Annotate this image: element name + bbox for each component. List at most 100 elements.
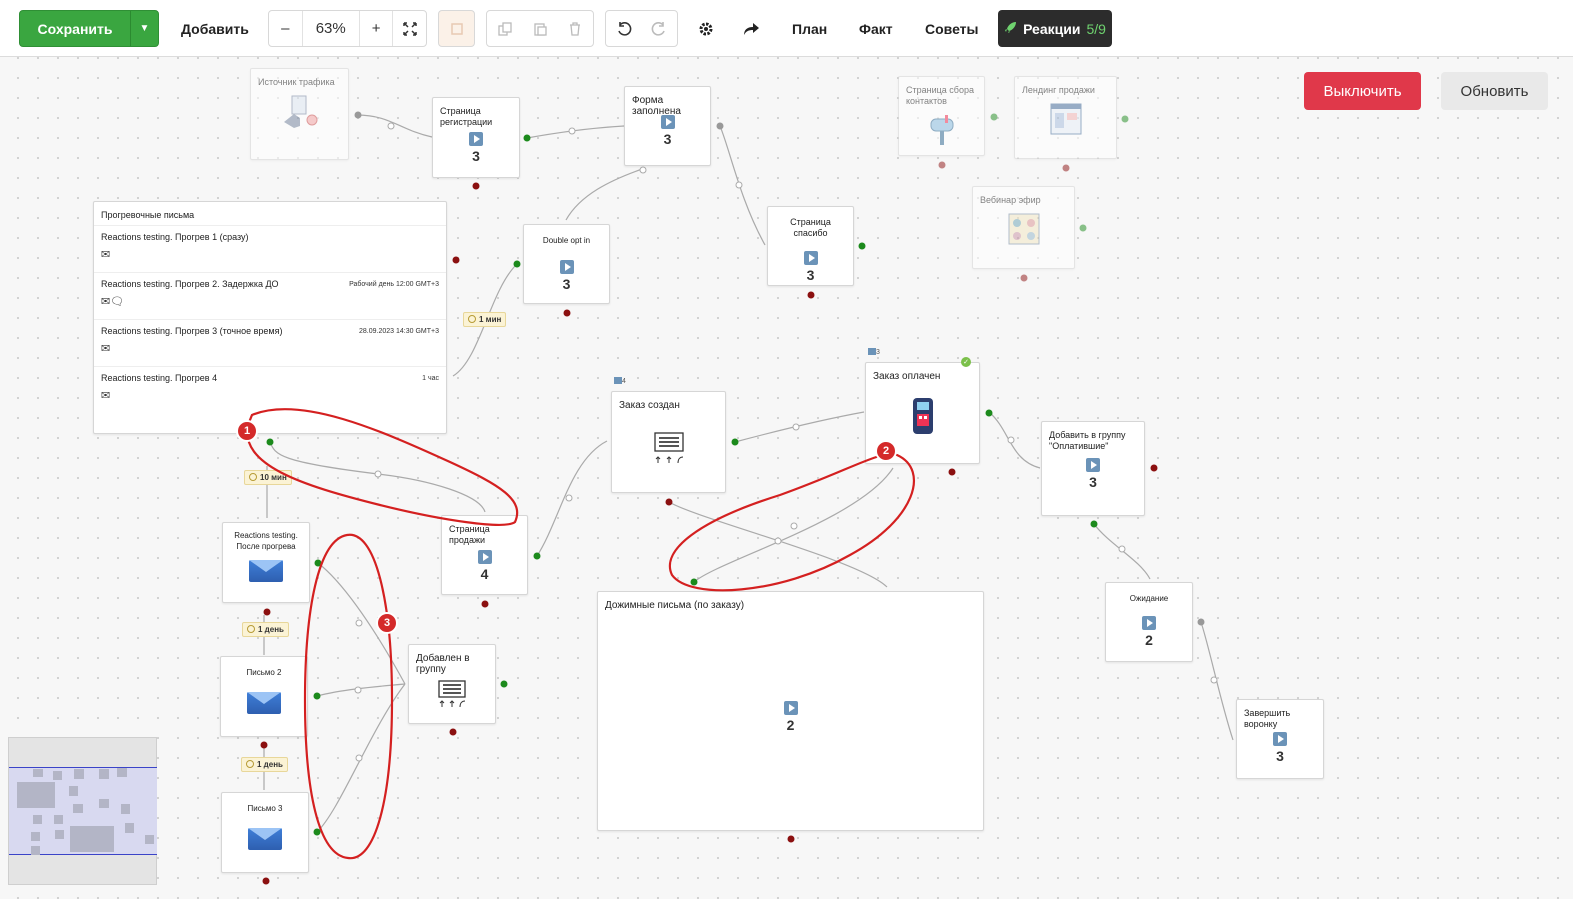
- node-warmup-letters[interactable]: Прогревочные письма Reactions testing. П…: [93, 201, 447, 434]
- zoom-in-button[interactable]: +: [371, 20, 381, 37]
- node-count: 2: [786, 717, 795, 733]
- fact-tab[interactable]: Факт: [859, 20, 893, 37]
- node-registration-page[interactable]: Страница регистрации 3: [432, 97, 520, 178]
- settings-gear-icon[interactable]: [697, 10, 715, 47]
- tips-tab[interactable]: Советы: [925, 20, 979, 37]
- node-traffic-source[interactable]: Источник трафика: [250, 68, 349, 160]
- node-title: Завершить воронку: [1244, 708, 1291, 729]
- node-thanks-page[interactable]: Страница спасибо 3: [767, 206, 854, 286]
- delay-label: 1 день: [258, 625, 284, 634]
- zoom-out-button[interactable]: –: [281, 20, 290, 37]
- node-contacts-page[interactable]: Страница сбора контактов: [898, 76, 985, 156]
- rocket-icon: [1004, 21, 1017, 37]
- node-letter-2[interactable]: Письмо 2: [220, 656, 308, 737]
- node-title: Лендинг продажи: [1022, 85, 1095, 95]
- share-arrow-icon[interactable]: [743, 10, 761, 47]
- clock-icon: [249, 473, 257, 481]
- redo-icon[interactable]: [642, 11, 678, 46]
- letter-row[interactable]: Reactions testing. Прогрев 4 1 час ✉: [94, 367, 446, 414]
- node-title: Double opt in: [542, 236, 591, 245]
- node-title: Добавить в группу "Оплатившие": [1049, 430, 1126, 451]
- reactions-button[interactable]: Реакции 5/9: [998, 10, 1112, 47]
- node-title: Ожидание: [1129, 594, 1169, 603]
- toolbar: Сохранить ▼ Добавить – 63% +: [0, 0, 1573, 57]
- envelope-icon: ✉: [101, 249, 111, 261]
- node-waiting[interactable]: Ожидание 2: [1105, 582, 1193, 662]
- list-update-icon: [438, 680, 466, 708]
- node-letter-3[interactable]: Письмо 3: [221, 792, 309, 873]
- refresh-button[interactable]: Обновить: [1441, 72, 1548, 110]
- frame-button[interactable]: [438, 10, 475, 47]
- undo-icon[interactable]: [606, 11, 642, 46]
- tag-count: 3: [876, 349, 880, 356]
- letter-name: Reactions testing. Прогрев 2. Задержка Д…: [101, 279, 279, 289]
- tag-count: 4: [622, 378, 626, 385]
- letter-row[interactable]: Reactions testing. Прогрев 1 (сразу) ✉: [94, 226, 446, 273]
- node-tag-order-created: 4: [614, 377, 626, 385]
- payment-terminal-icon: [912, 398, 933, 434]
- play-icon: [783, 701, 798, 715]
- node-title: Страница регистрации: [440, 106, 493, 127]
- clock-icon: [246, 760, 254, 768]
- node-title: Страница спасибо: [790, 217, 831, 238]
- node-title: Страница сбора контактов: [906, 85, 974, 106]
- node-count: 3: [806, 267, 815, 283]
- clock-icon: [247, 625, 255, 633]
- delay-badge[interactable]: 1 день: [241, 757, 288, 772]
- letter-row[interactable]: Reactions testing. Прогрев 2. Задержка Д…: [94, 273, 446, 320]
- clock-icon: [468, 315, 476, 323]
- node-finish-funnel[interactable]: Завершить воронку 3: [1236, 699, 1324, 779]
- node-title: Письмо 2: [246, 668, 282, 677]
- plan-tab[interactable]: План: [792, 20, 828, 37]
- delay-badge[interactable]: 10 мин: [244, 470, 292, 485]
- edit-group: [486, 10, 594, 47]
- traffic-source-icon: [283, 95, 317, 128]
- minimap[interactable]: [8, 737, 157, 885]
- node-sales-landing[interactable]: Лендинг продажи: [1014, 76, 1117, 159]
- list-update-icon: [653, 432, 684, 464]
- envelope-icon: ✉: [101, 343, 111, 355]
- webinar-icon: [1008, 213, 1039, 245]
- node-count: 4: [480, 566, 489, 582]
- letter-row[interactable]: Reactions testing. Прогрев 3 (точное вре…: [94, 320, 446, 367]
- fit-screen-icon[interactable]: [393, 11, 426, 46]
- node-title: Reactions testing. После прогрева: [234, 531, 298, 551]
- node-title: Форма заполнена: [632, 95, 681, 117]
- node-followup-letters[interactable]: Дожимные письма (по заказу) 2: [597, 591, 984, 831]
- letter-name: Reactions testing. Прогрев 3 (точное вре…: [101, 326, 283, 336]
- annotation-badge-3: 3: [376, 612, 398, 634]
- node-added-to-group[interactable]: Добавлен в группу: [408, 644, 496, 724]
- node-form-filled[interactable]: Форма заполнена 3: [624, 86, 711, 166]
- delay-label: 1 день: [257, 760, 283, 769]
- delay-badge[interactable]: 1 мин: [463, 312, 507, 327]
- disable-button[interactable]: Выключить: [1304, 72, 1421, 110]
- save-dropdown-icon[interactable]: ▼: [130, 11, 158, 46]
- node-webinar[interactable]: Вебинар эфир: [972, 186, 1075, 269]
- play-icon: [1142, 616, 1156, 630]
- envelope-icon: [248, 828, 282, 850]
- trash-icon[interactable]: [558, 11, 593, 46]
- delay-badge[interactable]: 1 день: [242, 622, 289, 637]
- save-button[interactable]: Сохранить ▼: [19, 10, 159, 47]
- node-after-warmup[interactable]: Reactions testing. После прогрева: [222, 522, 310, 603]
- reactions-count: 5/9: [1086, 20, 1106, 37]
- copy-icon[interactable]: [487, 11, 522, 46]
- node-order-created[interactable]: Заказ создан: [611, 391, 726, 493]
- node-title: Вебинар эфир: [980, 195, 1041, 205]
- node-double-opt-in[interactable]: Double opt in 3: [523, 224, 610, 304]
- reactions-label: Реакции: [1023, 20, 1081, 37]
- annotation-badge-1: 1: [236, 420, 258, 442]
- node-title: Письмо 3: [247, 804, 283, 813]
- paste-icon[interactable]: [522, 11, 557, 46]
- delay-label: 10 мин: [260, 473, 287, 482]
- node-sales-page[interactable]: Страница продажи 4: [441, 515, 528, 595]
- zoom-level: 63%: [315, 20, 346, 37]
- save-label: Сохранить: [37, 20, 113, 37]
- landing-page-icon: [1050, 103, 1081, 135]
- history-group: [605, 10, 678, 47]
- add-button[interactable]: Добавить: [181, 20, 249, 37]
- zoom-group: – 63% +: [268, 10, 427, 47]
- node-add-to-paid-group[interactable]: Добавить в группу "Оплатившие" 3: [1041, 421, 1145, 516]
- play-icon: [469, 132, 483, 146]
- letter-name: Reactions testing. Прогрев 1 (сразу): [101, 232, 249, 242]
